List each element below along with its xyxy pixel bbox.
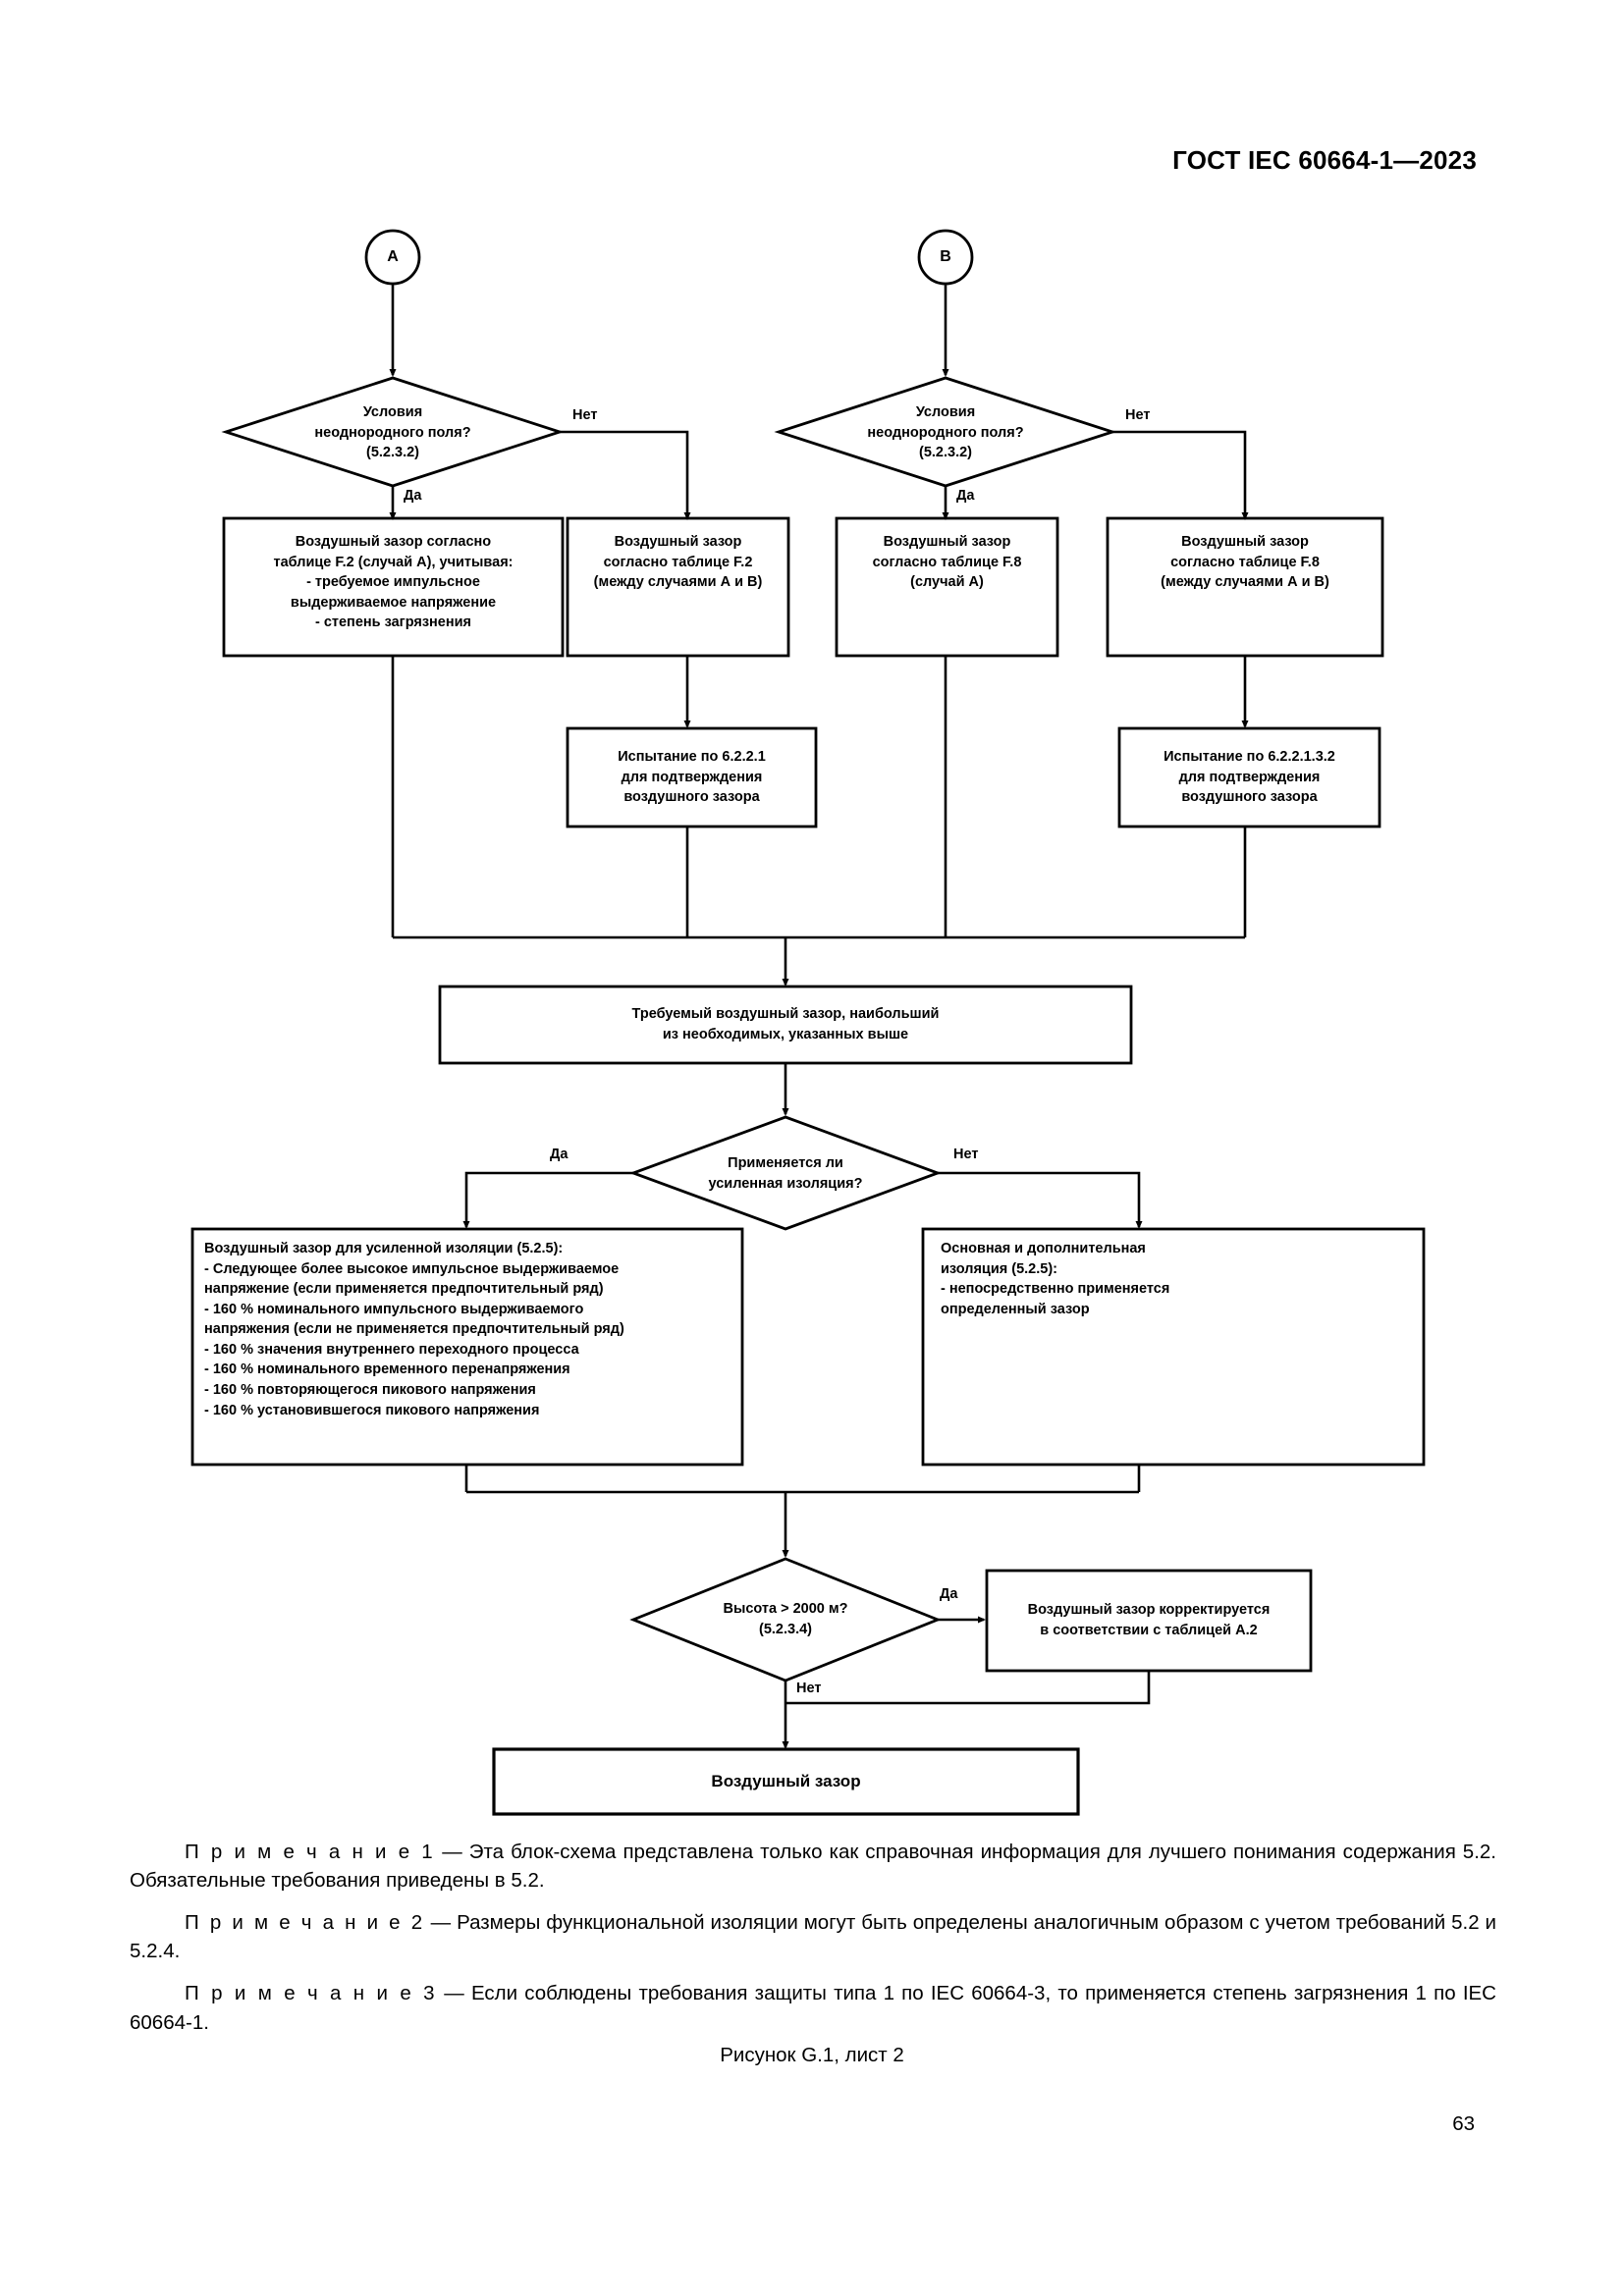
decision-altitude-no-label: Нет [796, 1681, 822, 1696]
box-required-clearance-text: Требуемый воздушный зазор, наибольший из… [631, 1006, 940, 1042]
decision-a-yes-label: Да [404, 488, 422, 504]
box-f2-case-a-text: Воздушный зазор согласно таблице F.2 (сл… [273, 534, 514, 631]
note-3-body: — Если соблюдены требования защиты типа … [130, 1982, 1496, 2034]
decision-a-text: Условия неоднородного поля? (5.2.3.2) [255, 397, 530, 469]
decision-a-line1: Условия [362, 404, 423, 421]
box-test-6-2-2-1-text: Испытание по 6.2.2.1 для подтверждения в… [618, 749, 766, 806]
decision-b-text: Условия неоднородного поля? (5.2.3.2) [808, 397, 1083, 469]
note-1: П р и м е ч а н и е 1 — Эта блок-схема п… [130, 1838, 1496, 1895]
box-reinforced-insulation-text: Воздушный зазор для усиленной изоляции (… [204, 1241, 624, 1418]
box-f2-between-text: Воздушный зазор согласно таблице F.2 (ме… [593, 534, 763, 591]
notes-block: П р и м е ч а н и е 1 — Эта блок-схема п… [130, 1838, 1496, 2051]
document-header-standard-number: ГОСТ IEC 60664-1—2023 [1172, 145, 1477, 175]
decision-reinforced-line1: Применяется ли [728, 1155, 843, 1172]
box-basic-supplementary-insulation-text: Основная и дополнительная изоляция (5.2.… [941, 1241, 1170, 1317]
decision-a-no-label: Нет [572, 407, 598, 423]
decision-a-line2: неоднородного поля? [314, 424, 471, 441]
decision-b-no-label: Нет [1125, 407, 1151, 423]
connector-circle-b-label: B [940, 248, 951, 265]
decision-b-line3: (5.2.3.2) [919, 445, 972, 461]
page-number: 63 [1452, 2112, 1475, 2135]
note-2-body: — Размеры функциональной изоляции могут … [130, 1911, 1497, 1963]
decision-altitude-yes-label: Да [940, 1586, 958, 1602]
note-2: П р и м е ч а н и е 2 — Размеры функцион… [130, 1908, 1496, 1965]
decision-b-line1: Условия [915, 404, 976, 421]
connector-circle-a-label: A [387, 248, 399, 265]
decision-b-line2: неоднородного поля? [867, 424, 1024, 441]
decision-b-yes-label: Да [956, 488, 975, 504]
box-terminal-clearance-text: Воздушный зазор [711, 1771, 861, 1790]
note-1-lead: П р и м е ч а н и е 1 [185, 1841, 436, 1863]
box-altitude-correction-text: Воздушный зазор корректируется в соответ… [1027, 1602, 1271, 1638]
note-2-lead: П р и м е ч а н и е 2 [185, 1911, 425, 1935]
decision-altitude-line2: (5.2.3.4) [759, 1622, 812, 1637]
box-f8-case-a-text: Воздушный зазор согласно таблице F.8 (сл… [872, 534, 1022, 591]
decision-reinforced-text: Применяется ли усиленная изоляция? [648, 1150, 923, 1198]
decision-a-line3: (5.2.3.2) [366, 445, 419, 461]
decision-reinforced-yes-label: Да [550, 1147, 568, 1162]
decision-altitude-text: Высота > 2000 м? (5.2.3.4) [658, 1597, 913, 1642]
decision-reinforced-no-label: Нет [953, 1147, 979, 1162]
decision-reinforced-line2: усиленная изоляция? [708, 1176, 863, 1192]
decision-altitude-line1: Высота > 2000 м? [723, 1601, 848, 1618]
figure-caption: Рисунок G.1, лист 2 [720, 2044, 904, 2066]
note-3-lead: П р и м е ч а н и е 3 [185, 1982, 438, 2005]
box-test-6-2-2-1-3-2-text: Испытание по 6.2.2.1.3.2 для подтвержден… [1164, 749, 1335, 806]
flowchart-graphics [190, 229, 1426, 1816]
note-3: П р и м е ч а н и е 3 — Если соблюдены т… [130, 1979, 1496, 2036]
box-f8-between-text: Воздушный зазор согласно таблице F.8 (ме… [1161, 534, 1329, 591]
note-1-body: — Эта блок-схема представлена только как… [130, 1841, 1496, 1893]
